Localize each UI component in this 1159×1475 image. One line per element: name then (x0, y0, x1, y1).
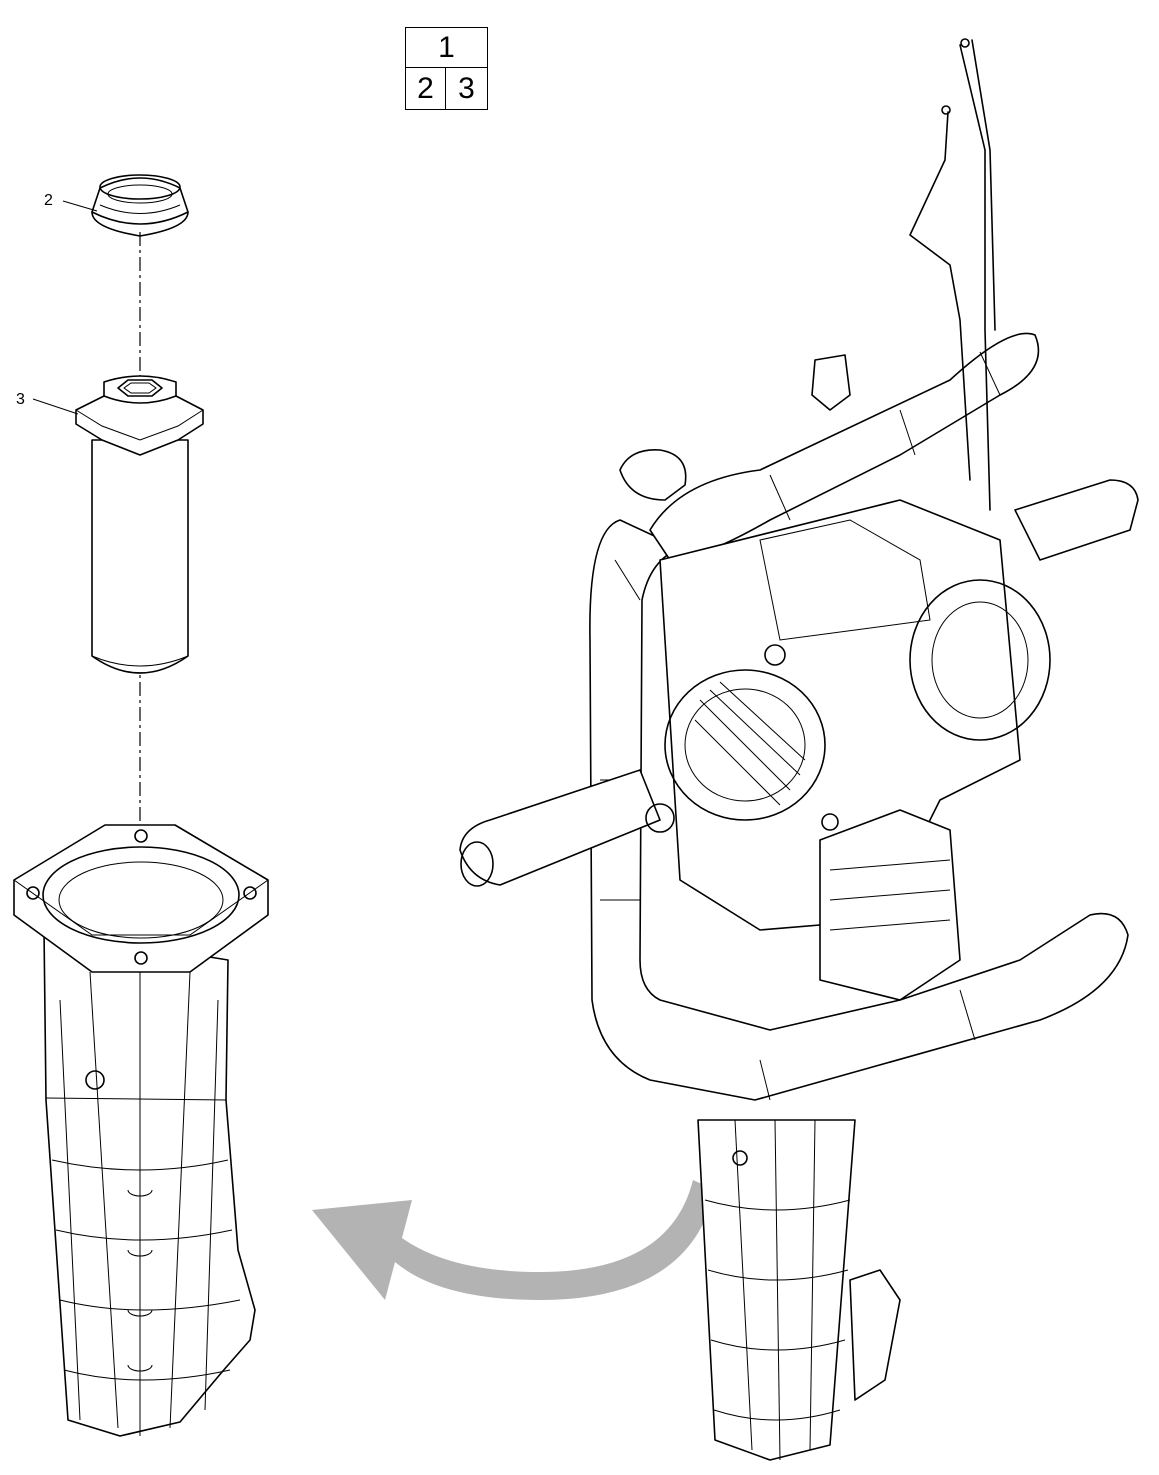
callout-2: 2 (44, 192, 53, 209)
housing-body-detail (13, 824, 269, 1437)
part-3-sleeve-tube (75, 375, 204, 674)
breaker-machine-assembly (459, 38, 1139, 1461)
legend-cell-bottom-right: 3 (458, 71, 475, 105)
legend-cell-bottom-left: 2 (406, 68, 446, 109)
legend-cell-top: 1 (406, 28, 487, 68)
leader-line-2 (62, 200, 98, 212)
leader-line-3 (32, 398, 79, 415)
callout-3: 3 (16, 391, 25, 408)
curved-arrow-icon (312, 1180, 715, 1300)
view-legend-table: 1 2 3 (405, 27, 488, 110)
part-2-seal-ring (91, 174, 189, 237)
